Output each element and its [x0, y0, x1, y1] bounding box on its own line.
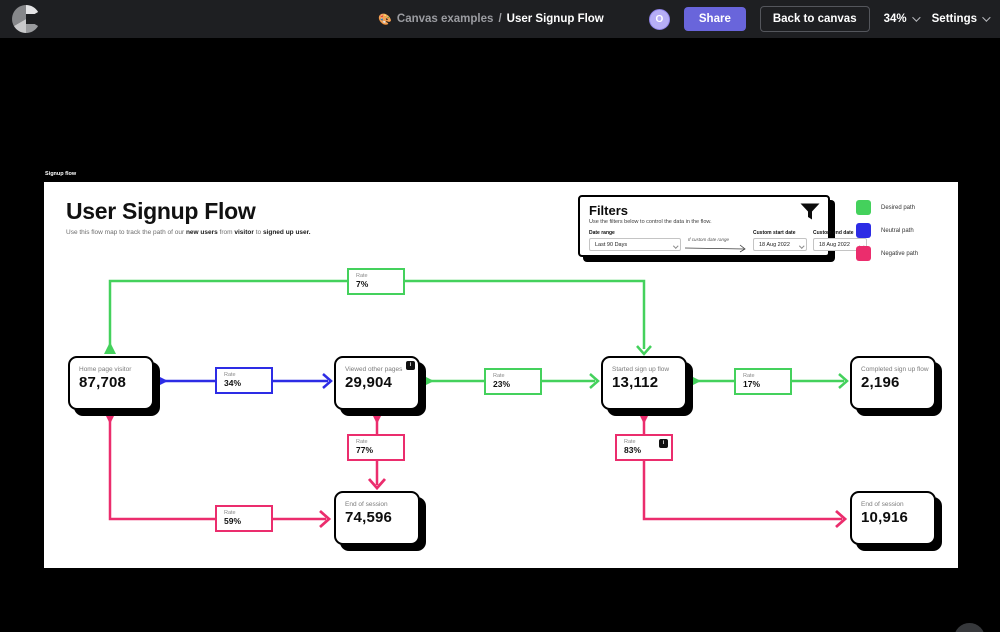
rate-box-23: Rate 23% — [484, 368, 542, 395]
subtitle-bold: signed up user. — [262, 229, 311, 236]
help-button[interactable]: ? — [954, 623, 985, 632]
node-label: Home page visitor — [79, 366, 132, 373]
rate-value: 34% — [224, 378, 242, 388]
rate-box-83: i Rate 83% — [615, 434, 673, 461]
rate-value: 17% — [743, 379, 761, 389]
rate-box-7: Rate 7% — [347, 268, 405, 295]
artboard-signup-flow: User Signup Flow Use this flow map to tr… — [44, 182, 958, 568]
rate-box-77: Rate 77% — [347, 434, 405, 461]
neutral-path-swatch — [856, 223, 871, 238]
custom-start-value: 18 Aug 2022 — [759, 241, 790, 248]
node-label: Started sign up flow — [612, 366, 670, 373]
node-value: 2,196 — [861, 374, 900, 391]
rate-value: 7% — [356, 279, 369, 289]
conditional-note: If custom date range — [688, 237, 730, 242]
subtitle-bold: visitor — [234, 229, 254, 236]
custom-start-select[interactable]: 18 Aug 2022 — [753, 238, 807, 251]
subtitle-text: Use this flow map to track the path of o… — [66, 229, 186, 236]
breadcrumb-current: User Signup Flow — [506, 13, 604, 25]
legend-item-desired: Desired path — [856, 200, 918, 215]
desired-path-swatch — [856, 200, 871, 215]
node-value: 87,708 — [79, 374, 127, 391]
rate-label: Rate — [224, 372, 236, 378]
rate-label: Rate — [356, 439, 368, 445]
chevron-down-icon — [911, 13, 921, 22]
rate-box-59: Rate 59% — [215, 505, 273, 532]
custom-end-value: 18 Aug 2022 — [819, 241, 850, 248]
node-started-sign-up-flow: Started sign up flow 13,112 — [601, 356, 687, 410]
rate-value: 23% — [493, 379, 511, 389]
rate-value: 77% — [356, 445, 374, 455]
rate-value: 59% — [224, 516, 242, 526]
date-range-select[interactable]: Last 90 Days — [589, 238, 681, 251]
back-to-canvas-button[interactable]: Back to canvas — [759, 6, 870, 32]
legend: Desired path Neutral path Negative path — [856, 200, 918, 261]
subtitle-text: to — [253, 229, 263, 236]
node-home-page-visitor: Home page visitor 87,708 — [68, 356, 154, 410]
custom-end-label: Custom end date — [813, 230, 854, 236]
rate-label: Rate — [493, 373, 505, 379]
app-logo-icon[interactable] — [10, 3, 42, 35]
date-range-label: Date range — [589, 230, 615, 236]
filters-panel: Filters Use the filters below to control… — [578, 195, 867, 257]
node-label: End of session — [861, 501, 904, 508]
legend-item-neutral: Neutral path — [856, 223, 918, 238]
palette-icon: 🎨 — [378, 13, 392, 26]
node-end-of-session-right: End of session 10,916 — [850, 491, 936, 545]
node-value: 10,916 — [861, 509, 909, 526]
node-label: End of session — [345, 501, 388, 508]
page-subtitle: Use this flow map to track the path of o… — [66, 228, 338, 239]
subtitle-bold: new users — [185, 229, 218, 236]
rate-label: Rate — [743, 373, 755, 379]
filters-title: Filters — [589, 203, 629, 218]
breadcrumb-parent[interactable]: Canvas examples — [396, 13, 494, 25]
top-bar: 🎨 Canvas examples / User Signup Flow O S… — [0, 0, 1000, 38]
chevron-down-icon — [982, 13, 991, 22]
rate-box-17: Rate 17% — [734, 368, 792, 395]
date-range-value: Last 90 Days — [595, 241, 628, 248]
canvas-viewport[interactable]: Signup flow User Signup Flow Use this fl… — [0, 38, 1000, 632]
funnel-icon — [800, 203, 820, 220]
legend-item-negative: Negative path — [856, 246, 918, 261]
settings-label: Settings — [931, 13, 977, 25]
subtitle-text: from — [217, 229, 235, 236]
node-value: 29,904 — [345, 374, 393, 391]
zoom-dropdown[interactable]: 34% — [883, 13, 921, 25]
node-viewed-other-pages: i Viewed other pages 29,904 — [334, 356, 420, 410]
rate-label: Rate — [224, 510, 236, 516]
custom-start-label: Custom start date — [753, 230, 796, 236]
rate-value: 83% — [624, 445, 642, 455]
rate-label: Rate — [624, 439, 636, 445]
breadcrumb[interactable]: 🎨 Canvas examples / User Signup Flow — [378, 0, 604, 38]
page-title: User Signup Flow — [66, 198, 256, 224]
avatar[interactable]: O — [648, 8, 670, 30]
legend-label: Neutral path — [881, 227, 914, 234]
settings-dropdown[interactable]: Settings — [931, 13, 991, 25]
note-badge-icon[interactable]: i — [406, 361, 415, 370]
note-badge-icon[interactable]: i — [659, 439, 668, 448]
node-label: Viewed other pages — [345, 366, 403, 373]
legend-label: Negative path — [881, 250, 919, 257]
share-button[interactable]: Share — [683, 7, 746, 31]
rate-label: Rate — [356, 273, 368, 279]
legend-label: Desired path — [881, 204, 916, 211]
frame-label: Signup flow — [45, 171, 77, 177]
negative-path-swatch — [856, 246, 871, 261]
custom-end-select[interactable]: 18 Aug 2022 — [813, 238, 867, 251]
node-label: Completed sign up flow — [861, 366, 929, 373]
rate-box-34: Rate 34% — [215, 367, 273, 394]
filters-subtitle: Use the filters below to control the dat… — [589, 219, 712, 225]
node-value: 74,596 — [345, 509, 393, 526]
node-end-of-session-left: End of session 74,596 — [334, 491, 420, 545]
conditional-arrow: If custom date range — [684, 237, 750, 253]
breadcrumb-separator: / — [498, 13, 502, 25]
node-completed-sign-up-flow: Completed sign up flow 2,196 — [850, 356, 936, 410]
node-value: 13,112 — [612, 374, 659, 391]
zoom-level: 34% — [883, 13, 907, 25]
